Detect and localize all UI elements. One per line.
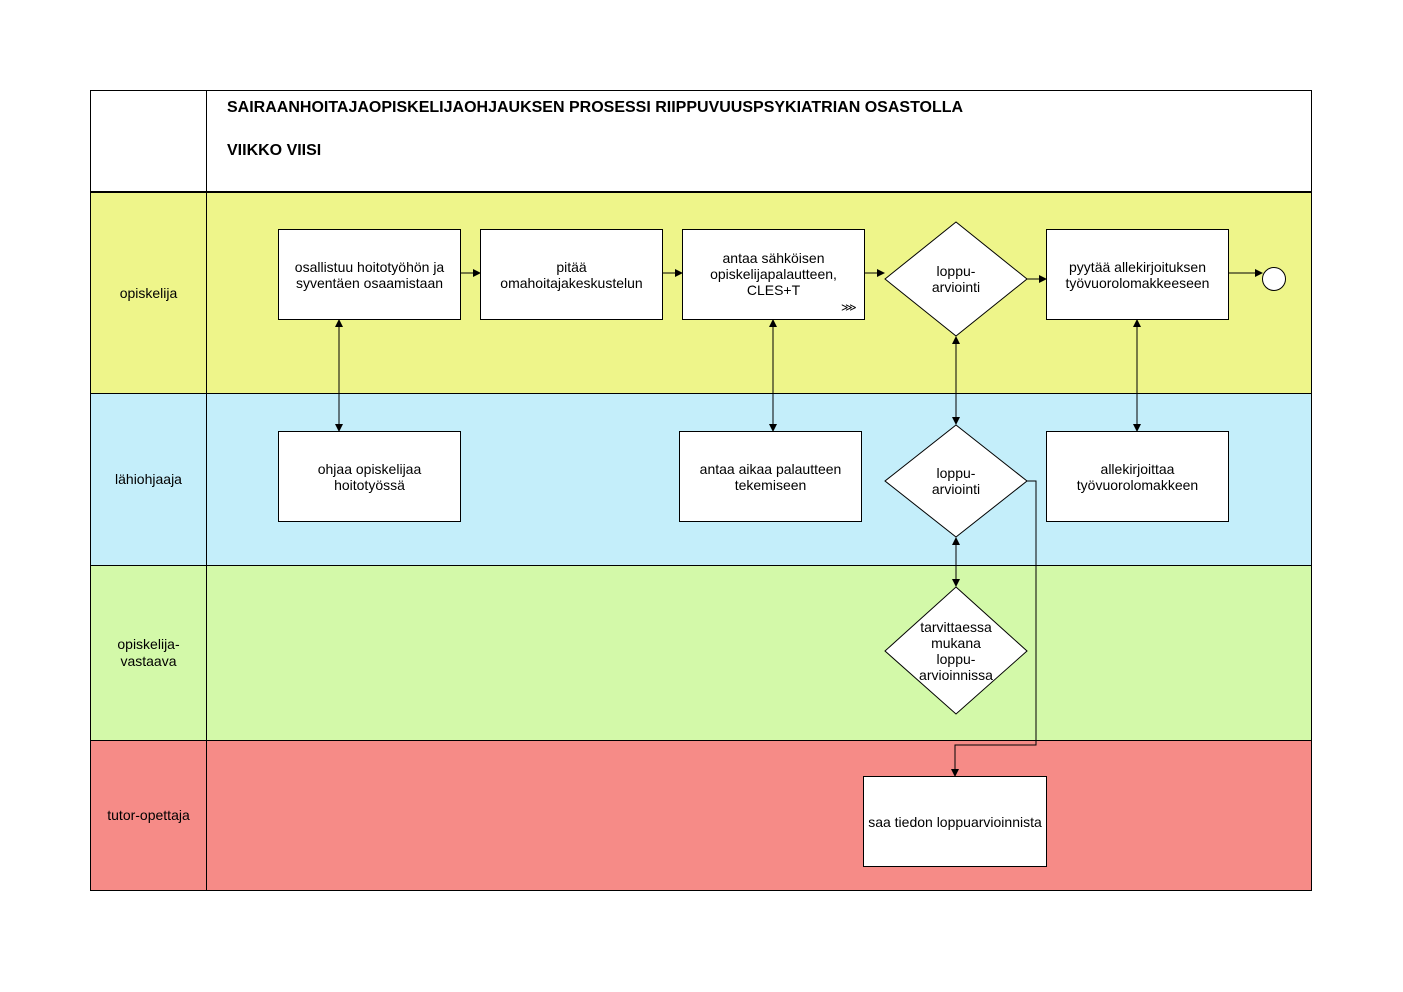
end-event-icon [1262, 267, 1286, 291]
task-allekirjoittaa: allekirjoittaa työvuorolomakkeen [1046, 431, 1229, 522]
lane-label-opiskelija: opiskelija [119, 284, 178, 301]
multi-instance-icon: ⋙ [841, 302, 857, 314]
task-ohjaa-opiskelijaa: ohjaa opiskelijaa hoitotyössä [278, 431, 461, 522]
lane-tutor-opettaja: tutor-opettaja [90, 740, 1312, 891]
lane-opiskelijavastaava: opiskelija- vastaava [90, 565, 1312, 740]
flow-arrow-to-tutor [951, 480, 1037, 777]
task-label: pitää omahoitajakeskustelun [500, 258, 643, 291]
task-label: pyytää allekirjoituksen työvuorolomakkee… [1065, 258, 1210, 291]
task-osallistuu: osallistuu hoitotyöhön ja syventäen osaa… [278, 229, 461, 320]
lane-label-opiskelijavastaava: opiskelija- vastaava [117, 636, 180, 669]
lane-label-lahiohjaaja: lähiohjaaja [115, 471, 182, 487]
task-label: allekirjoittaa työvuorolomakkeen [1076, 460, 1199, 493]
diagram-title: SAIRAANHOITAJAOPISKELIJAOHJAUKSEN PROSES… [227, 99, 964, 116]
diamond-tarvittaessa [884, 586, 1028, 715]
gateway-label-opiskelija: loppu- arviointi [931, 263, 981, 295]
diagram-header [90, 90, 1312, 192]
task-antaa-aikaa: antaa aikaa palautteen tekemiseen [679, 431, 862, 522]
task-antaa-palautteen: antaa sähköisen opiskelijapalautteen, CL… [682, 229, 865, 320]
task-pyytaa-allekirjoituksen: pyytää allekirjoituksen työvuorolomakkee… [1046, 229, 1229, 320]
lane-label-col: opiskelija- vastaava [91, 566, 207, 740]
lane-label-col: tutor-opettaja [91, 741, 207, 890]
task-label: antaa aikaa palautteen tekemiseen [699, 460, 842, 493]
task-label: saa tiedon loppuarvioinnista [868, 813, 1042, 830]
diagram-subtitle: VIIKKO VIISI [227, 142, 322, 159]
lane-label-col: lähiohjaaja [91, 394, 207, 565]
gateway-label-tarvittaessa: tarvittaessa mukana loppu- arvioinnissa [919, 619, 993, 683]
task-pitaa-omahoitajakeskustelun: pitää omahoitajakeskustelun [480, 229, 663, 320]
task-label: antaa sähköisen opiskelijapalautteen, CL… [710, 250, 837, 298]
lane-label-col: opiskelija [91, 193, 207, 393]
task-label: ohjaa opiskelijaa hoitotyössä [317, 460, 422, 493]
gateway-label-lahiohjaaja: loppu- arviointi [931, 465, 981, 497]
header-divider [206, 90, 207, 192]
task-label: osallistuu hoitotyöhön ja syventäen osaa… [294, 258, 445, 291]
task-saa-tiedon: saa tiedon loppuarvioinnista [863, 776, 1047, 867]
lane-label-tutor-opettaja: tutor-opettaja [107, 807, 190, 823]
